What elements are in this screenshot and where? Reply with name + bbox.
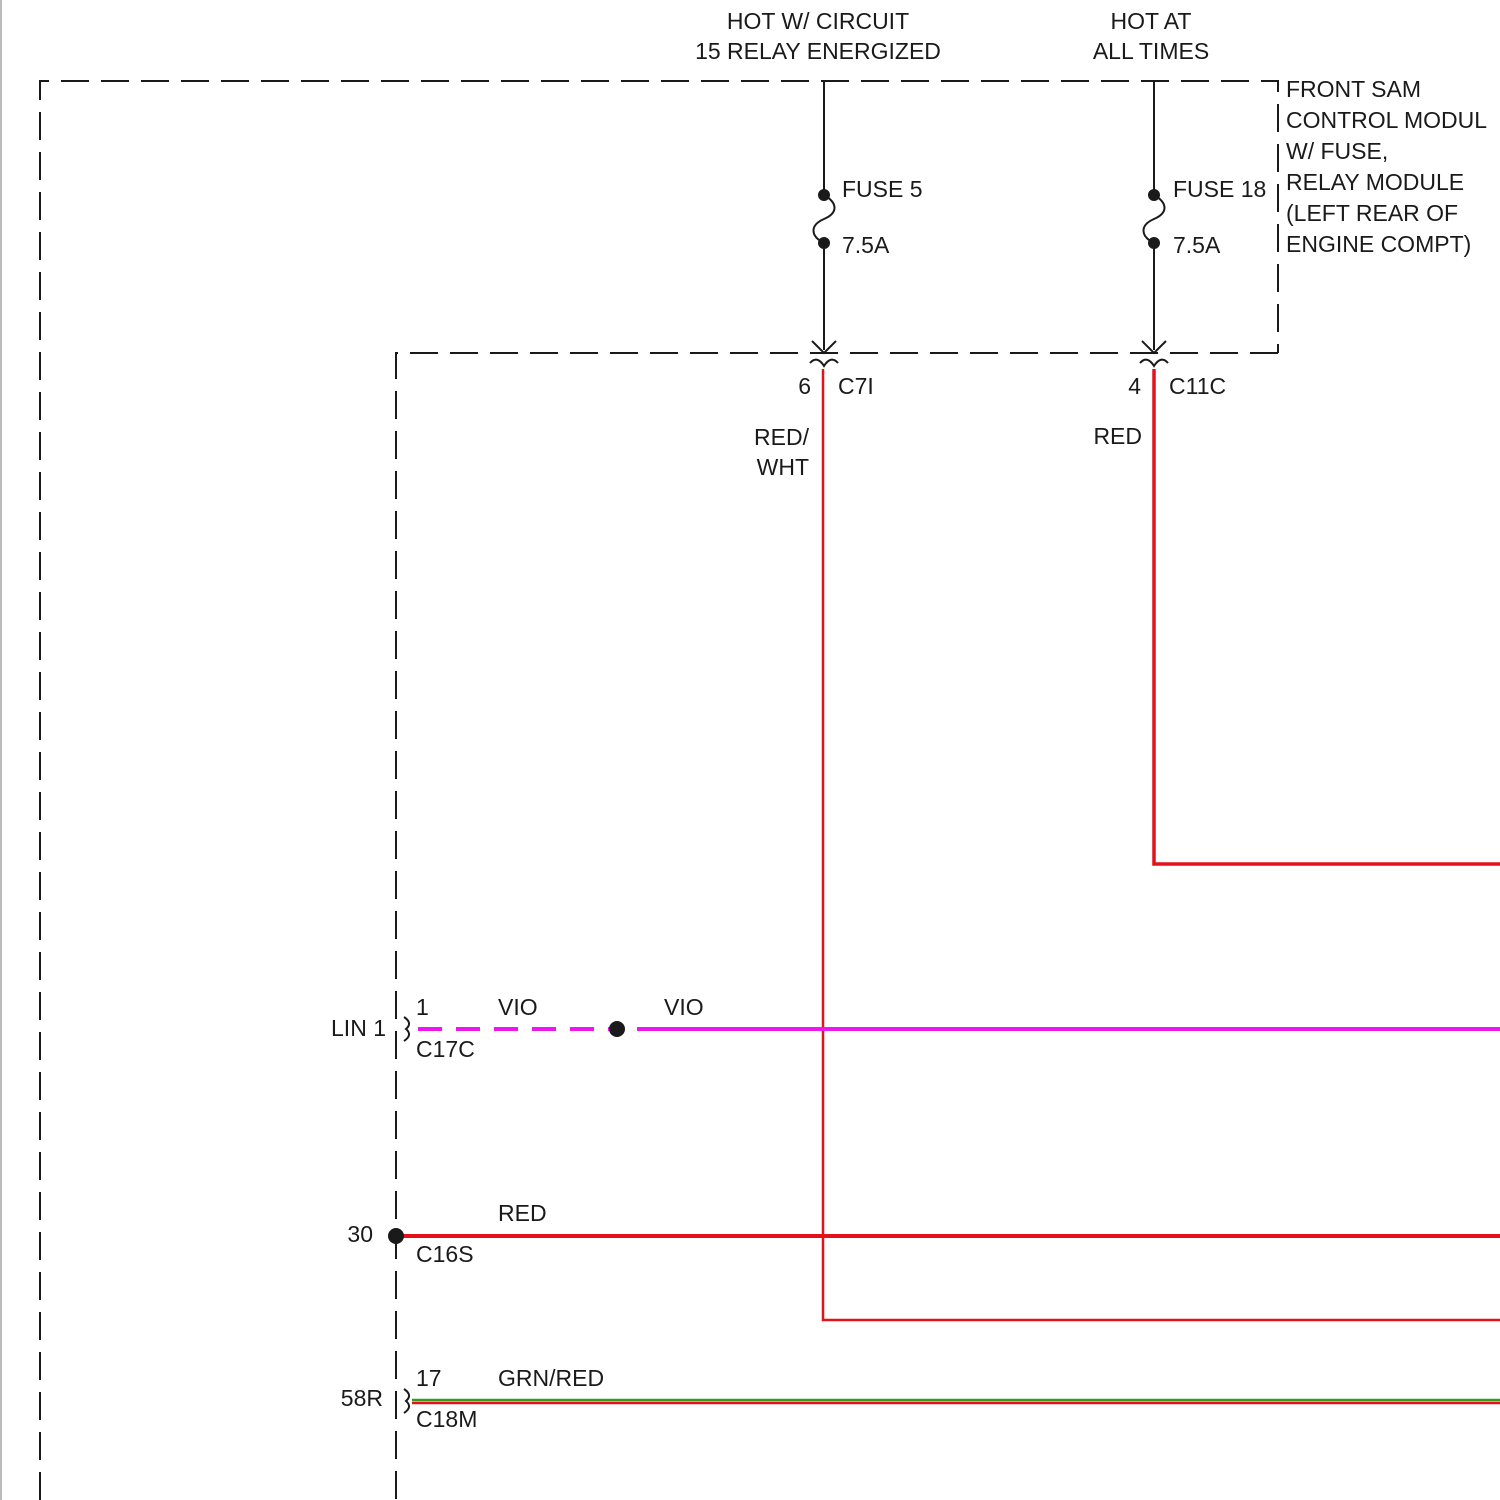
fuse5-element — [814, 195, 835, 243]
lin1-connector-symbol — [404, 1017, 409, 1041]
fuse18-supply-label-line1: HOT AT — [1111, 8, 1192, 34]
circuit-58r: 58R 17 C18M GRN/RED — [341, 1365, 604, 1432]
circuit-30: 30 C16S RED — [347, 1200, 546, 1267]
module-name-line4: RELAY MODULE — [1286, 169, 1464, 195]
t58r-terminal-name: 58R — [341, 1385, 383, 1411]
fuse5-supply-label-line2: 15 RELAY ENERGIZED — [695, 38, 941, 64]
fuse5-wire-color-line1: RED/ — [754, 424, 810, 450]
wire-red-wht-from-fuse5 — [823, 369, 1500, 1320]
fuse18-supply-label-line2: ALL TIMES — [1093, 38, 1209, 64]
t30-connector-id: C16S — [416, 1241, 474, 1267]
t58r-connector-id: C18M — [416, 1406, 477, 1432]
outer-module-frame — [40, 81, 1278, 1500]
lin1-connector-id: C17C — [416, 1036, 475, 1062]
fuse18-wire-color: RED — [1093, 423, 1142, 449]
module-name-line2: CONTROL MODUL — [1286, 107, 1487, 133]
fuse5-branch: FUSE 5 7.5A 6 C7I RED/ WHT — [754, 81, 922, 480]
fuse5-name: FUSE 5 — [842, 176, 923, 202]
fuse5-connector-cup — [810, 360, 838, 366]
fuse18-element — [1144, 195, 1165, 243]
module-name-line1: FRONT SAM — [1286, 76, 1421, 102]
module-name-line6: ENGINE COMPT) — [1286, 231, 1471, 257]
module-name-line5: (LEFT REAR OF — [1286, 200, 1458, 226]
lin1-wire-color-after-splice: VIO — [664, 994, 704, 1020]
lin1-wire-color: VIO — [498, 994, 538, 1020]
t30-terminal-name: 30 — [347, 1221, 373, 1247]
fuse18-connector-id: C11C — [1169, 373, 1226, 399]
lin1-pin-number: 1 — [416, 994, 429, 1020]
fuse5-supply-label-line1: HOT W/ CIRCUIT — [727, 8, 909, 34]
inner-module-frame — [396, 353, 1278, 1500]
fuse18-branch: FUSE 18 7.5A 4 C11C RED — [1093, 81, 1266, 449]
module-name-line3: W/ FUSE, — [1286, 138, 1388, 164]
fuse18-name: FUSE 18 — [1173, 176, 1266, 202]
fuse5-wire-color-line2: WHT — [757, 454, 809, 480]
fuse18-connector-cup — [1140, 360, 1168, 366]
t58r-wire-color: GRN/RED — [498, 1365, 604, 1391]
fuse18-pin-number: 4 — [1128, 373, 1141, 399]
fuse5-connector-id: C7I — [838, 373, 874, 399]
t30-wire-color: RED — [498, 1200, 547, 1226]
wire-vio-splice — [609, 1021, 625, 1037]
t58r-pin-number: 17 — [416, 1365, 442, 1391]
fuse18-rating: 7.5A — [1173, 232, 1221, 258]
terminal-30-dot — [388, 1228, 404, 1244]
fuse5-rating: 7.5A — [842, 232, 890, 258]
lin1-terminal-name: LIN 1 — [331, 1015, 386, 1041]
wire-red-from-fuse18 — [1154, 369, 1500, 864]
t58r-connector-symbol — [404, 1389, 409, 1413]
fuse5-pin-number: 6 — [798, 373, 811, 399]
